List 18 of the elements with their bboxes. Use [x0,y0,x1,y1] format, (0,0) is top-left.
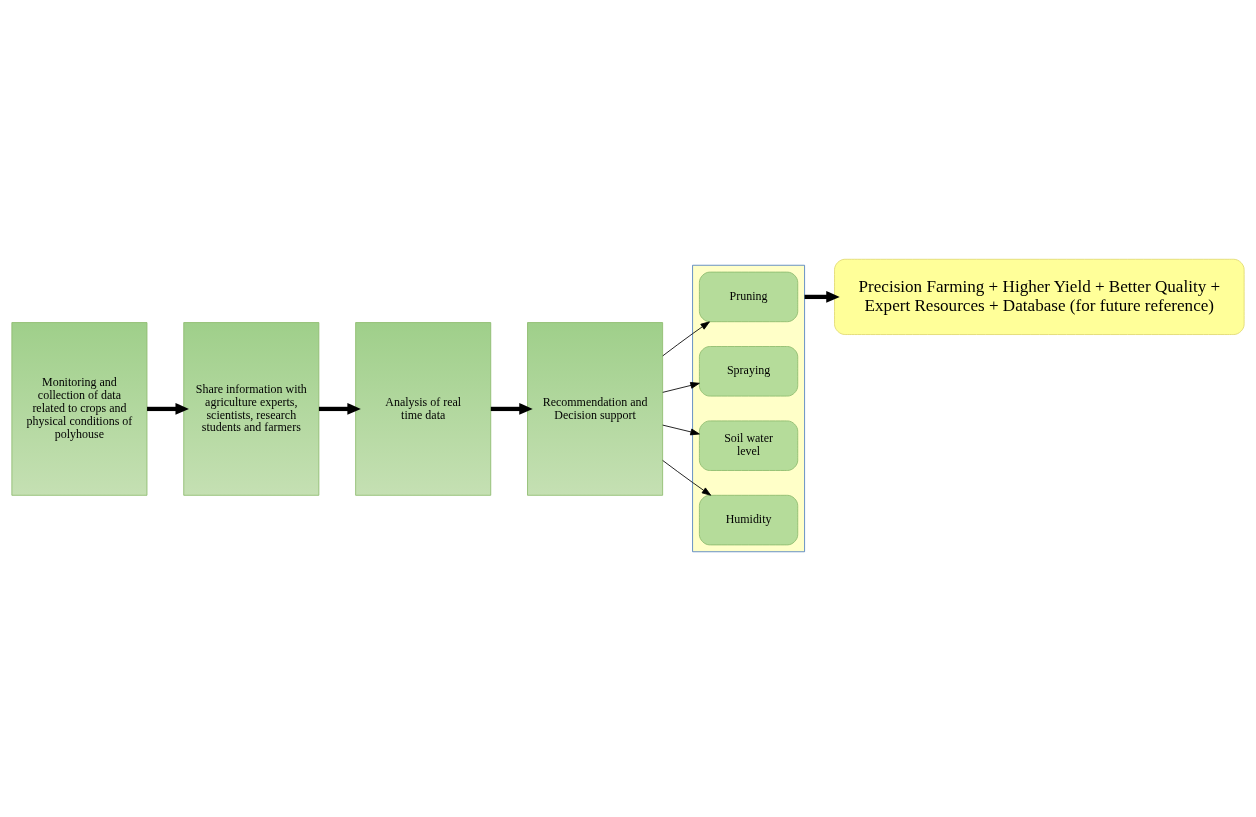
node-box: Monitoring and collection of data related to crops and physical conditions of polyhouse [11,322,148,496]
node-box: Spraying [699,346,799,397]
node-box: Analysis of real time data [355,322,492,496]
arrow [318,403,361,415]
node-box: Soil water level [699,420,799,471]
arrow [662,460,712,496]
cluster [692,264,805,553]
node-box: Share information with agriculture experts, scientists, research students and farmers [183,322,320,496]
node-box: Humidity [699,494,799,546]
arrow [662,382,700,393]
arrow [662,321,710,357]
arrow [662,424,700,436]
node-box: Recommendation and Decision support [527,322,664,496]
node-box: Precision Farming + Higher Yield + Better Quality + Expert Resources + Database (for future reference) [834,258,1245,335]
arrow [147,403,189,415]
node-box: Pruning [699,271,799,323]
arrow [490,403,533,415]
arrow [804,291,840,303]
